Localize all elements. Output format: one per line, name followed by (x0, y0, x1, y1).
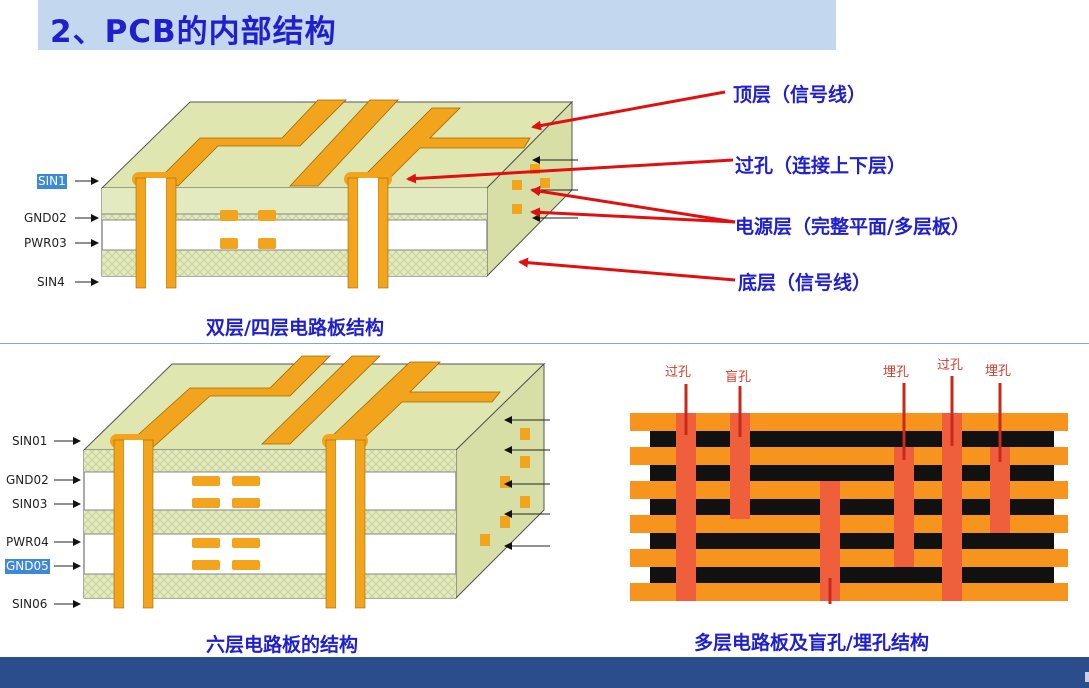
title-bar (38, 0, 836, 50)
caption-four-layer: 双层/四层电路板结构 (206, 317, 384, 339)
layer-label-gnd02-six: GND02 (6, 473, 49, 487)
caption-six-layer: 六层电路板的结构 (206, 634, 359, 656)
layer-label-sin4: SIN4 (37, 275, 65, 289)
layer-label-sin1: SIN1 (37, 174, 67, 189)
blind-buried-via-diagram (630, 376, 1068, 604)
via-label-through-2: 过孔 (937, 358, 964, 373)
callout-via: 过孔（连接上下层） (735, 155, 907, 177)
layer-label-pwr03: PWR03 (24, 236, 67, 250)
layer-label-sin03: SIN03 (12, 497, 48, 511)
four-layer-board (75, 99, 578, 289)
via-label-buried-1: 埋孔 (883, 365, 910, 380)
footer-bar (0, 657, 1089, 688)
layer-label-gnd05: GND05 (5, 559, 50, 574)
layer-label-sin01: SIN01 (12, 434, 48, 448)
callout-top-layer: 顶层（信号线） (733, 84, 867, 106)
layer-label-pwr04: PWR04 (6, 535, 49, 549)
via-label-blind: 盲孔 (725, 370, 752, 385)
footer-mark (1085, 672, 1089, 682)
callout-bottom-layer: 底层（信号线） (738, 272, 872, 294)
callout-power-layer: 电源层（完整平面/多层板） (735, 216, 970, 238)
caption-via-structure: 多层电路板及盲孔/埋孔结构 (694, 632, 929, 654)
section-divider (0, 343, 1089, 344)
layer-label-gnd02: GND02 (24, 211, 67, 225)
via-label-through-1: 过孔 (665, 365, 692, 380)
page-title: 2、PCB的内部结构 (50, 14, 337, 50)
six-layer-board (54, 355, 550, 609)
callout-arrows (406, 90, 736, 282)
layer-label-sin06: SIN06 (12, 597, 48, 611)
via-label-buried-2: 埋孔 (985, 364, 1012, 379)
